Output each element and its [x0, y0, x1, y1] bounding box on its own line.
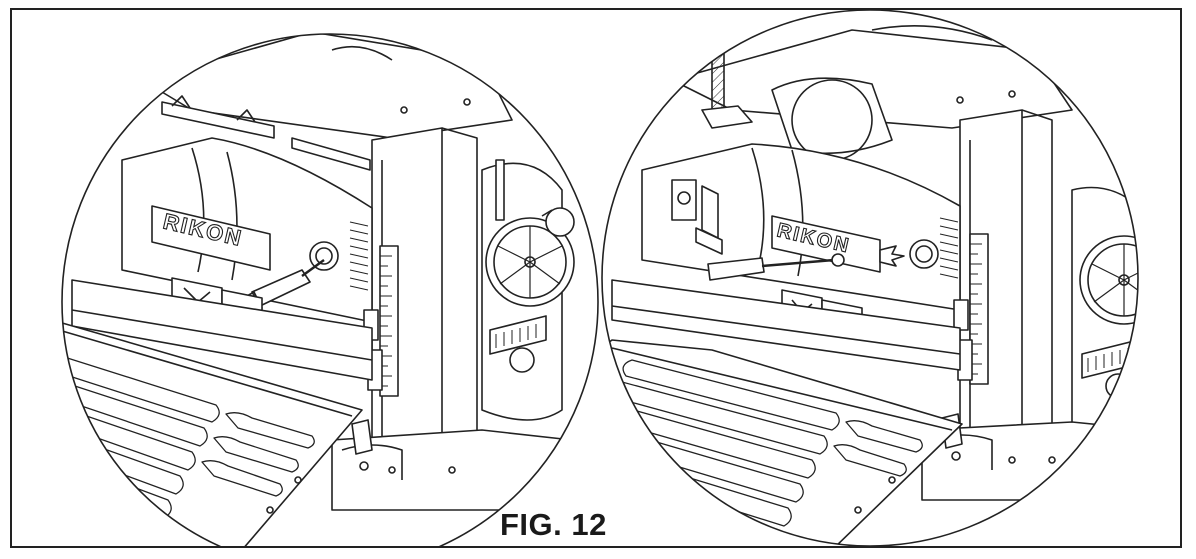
- figure-caption: FIG. 12: [500, 507, 607, 542]
- figure-frame: RIKON: [10, 8, 1182, 548]
- planer-illustration-left: RIKON: [61, 33, 599, 546]
- planer-illustration-right: RIKON: [601, 10, 1139, 546]
